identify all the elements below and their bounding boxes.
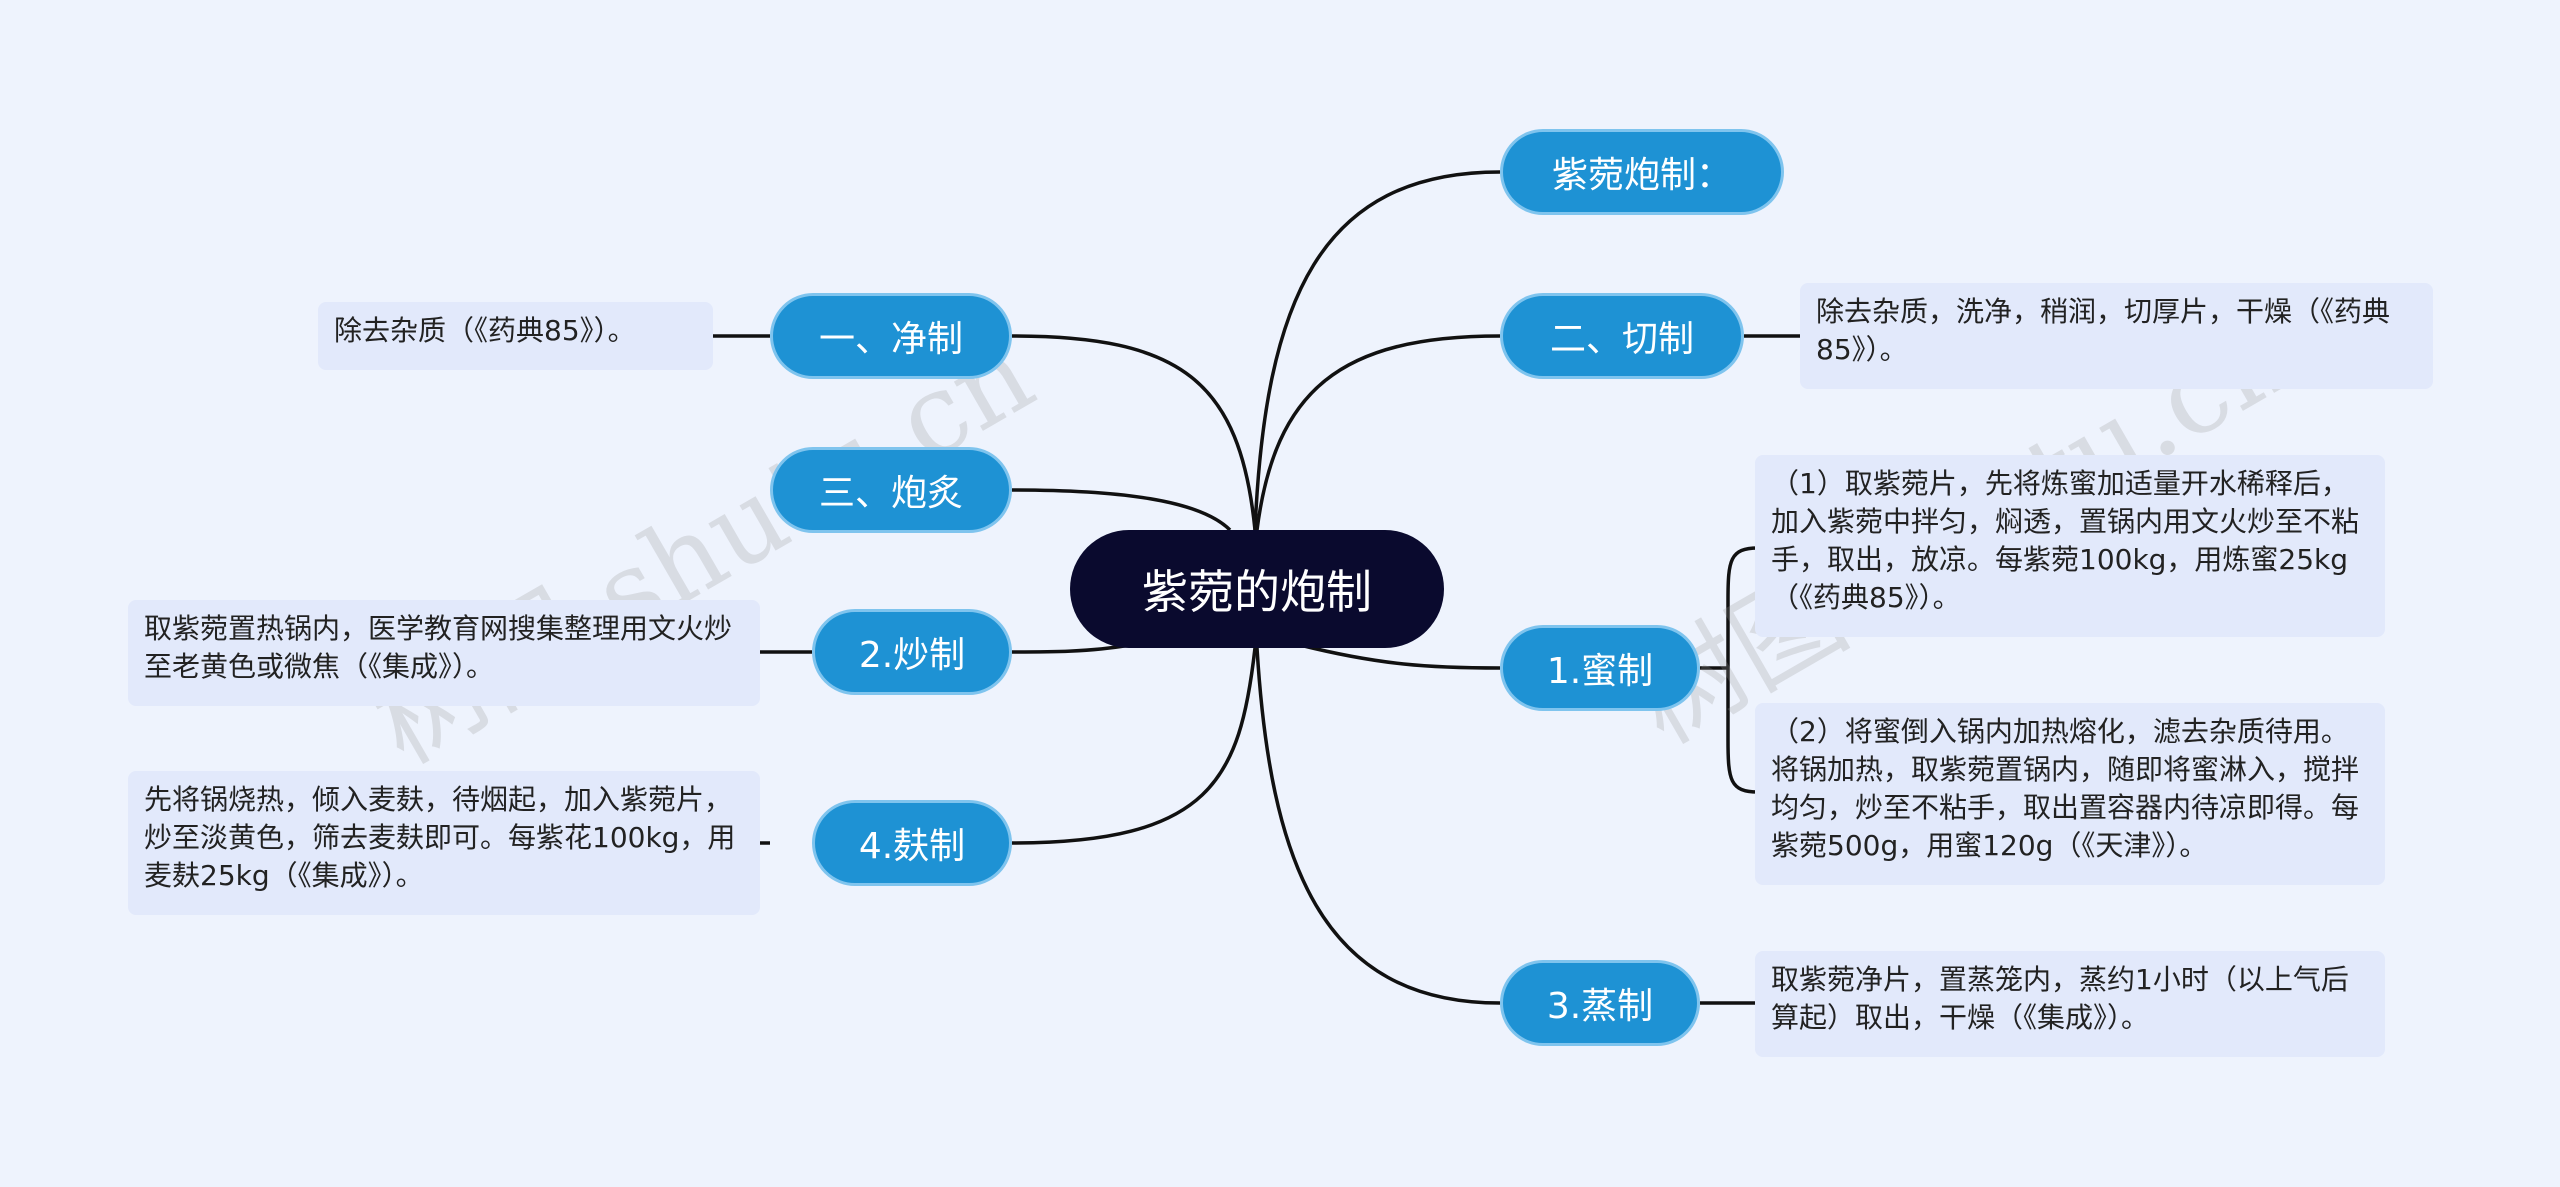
leaf-honey-1: （1）取紫菀片，先将炼蜜加适量开水稀释后，加入紫菀中拌匀，焖透，置锅内用文火炒至… [1755, 455, 2385, 637]
connector-process [1011, 488, 1232, 532]
leaf-bran: 先将锅烧热，倾入麦麸，待烟起，加入紫菀片，炒至淡黄色，筛去麦麸即可。每紫花100… [128, 771, 760, 915]
connector-clean [1011, 334, 1257, 531]
connector-honey [1299, 643, 1501, 670]
center-topic[interactable]: 紫菀的炮制 [1070, 530, 1444, 648]
branch-title[interactable]: 紫菀炮制： [1500, 129, 1784, 215]
connector-title [1253, 170, 1501, 531]
branch-bran[interactable]: 4.麸制 [812, 800, 1012, 886]
connector-cut [1255, 334, 1501, 531]
branch-clean[interactable]: 一、净制 [770, 293, 1012, 379]
connector-steam [1255, 647, 1501, 1005]
leaf-cut: 除去杂质，洗净，稍润，切厚片，干燥（《药典85》）。 [1800, 283, 2433, 389]
branch-steam[interactable]: 3.蒸制 [1500, 960, 1700, 1046]
branch-process[interactable]: 三、炮炙 [770, 447, 1012, 533]
branch-honey[interactable]: 1.蜜制 [1500, 625, 1700, 711]
leaf-steam: 取紫菀净片，置蒸笼内，蒸约1小时（以上气后算起）取出，干燥（《集成》）。 [1755, 951, 2385, 1057]
leaf-fry: 取紫菀置热锅内，医学教育网搜集整理用文火炒至老黄色或微焦（《集成》）。 [128, 600, 760, 706]
connector-fry [1011, 643, 1131, 654]
connector-honey-bracket [1700, 546, 1759, 794]
leaf-honey-2: （2）将蜜倒入锅内加热熔化，滤去杂质待用。将锅加热，取紫菀置锅内，随即将蜜淋入，… [1755, 703, 2385, 885]
connector-bran [1011, 647, 1257, 845]
leaf-clean: 除去杂质（《药典85》）。 [318, 302, 713, 370]
branch-cut[interactable]: 二、切制 [1500, 293, 1744, 379]
branch-fry[interactable]: 2.炒制 [812, 609, 1012, 695]
